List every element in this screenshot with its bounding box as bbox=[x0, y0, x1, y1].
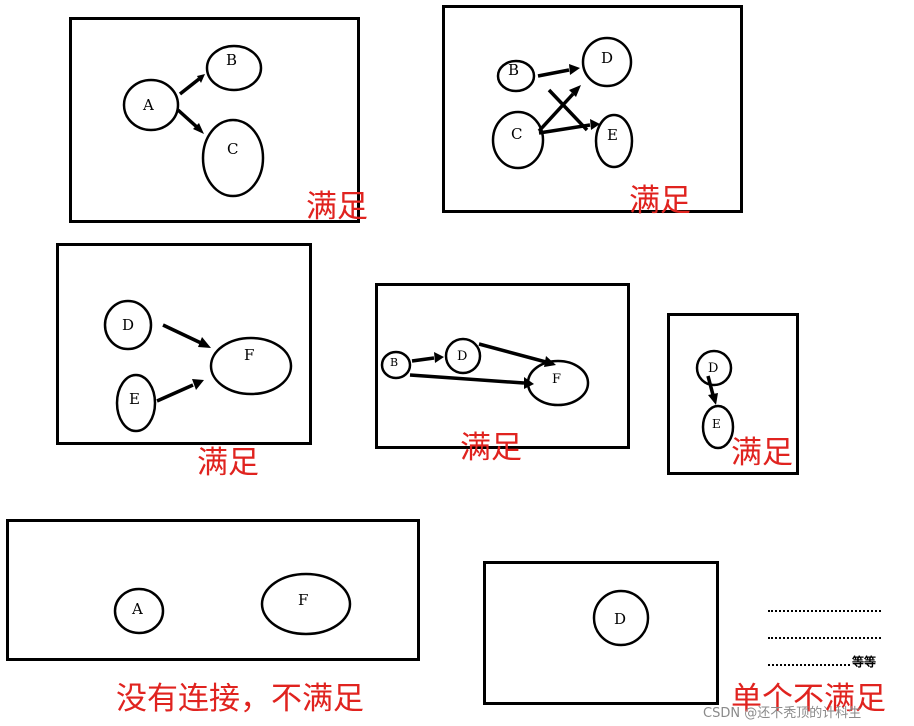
ellipsis-line-2 bbox=[768, 637, 881, 639]
node-A: A bbox=[113, 587, 165, 635]
arrowhead bbox=[544, 356, 556, 367]
diagram-panel-5: D E bbox=[667, 313, 799, 475]
node-C: C bbox=[201, 118, 265, 198]
edge-A-B bbox=[178, 77, 201, 96]
edge-D-F bbox=[478, 342, 547, 364]
edge-B-D bbox=[537, 68, 570, 78]
arrowhead bbox=[524, 377, 534, 389]
edge-B-D bbox=[411, 356, 435, 363]
node-D: D bbox=[581, 36, 633, 88]
arrowhead bbox=[197, 74, 205, 83]
node-F: F bbox=[260, 572, 352, 636]
node-D: D bbox=[103, 299, 153, 351]
svg-text:C: C bbox=[227, 140, 238, 158]
watermark: CSDN @还不秃顶的计科生 bbox=[703, 706, 862, 721]
diagram-4-svg: B D F bbox=[380, 337, 590, 407]
caption-2: 满足 bbox=[629, 183, 691, 219]
arrowhead bbox=[569, 85, 581, 97]
ellipsis-line-3 bbox=[768, 664, 850, 666]
edge-C-D bbox=[537, 92, 575, 133]
diagram-panel-4: B D F bbox=[375, 283, 630, 449]
edge-A-C bbox=[176, 108, 200, 130]
node-F: F bbox=[209, 336, 293, 396]
node-A: A bbox=[122, 78, 180, 132]
svg-text:F: F bbox=[552, 372, 561, 387]
svg-text:D: D bbox=[457, 349, 467, 364]
edge-cross bbox=[547, 88, 589, 132]
svg-text:B: B bbox=[226, 51, 237, 69]
caption-4: 满足 bbox=[460, 430, 522, 466]
svg-text:D: D bbox=[708, 361, 718, 376]
node-B: B bbox=[205, 44, 263, 92]
ellipsis-line-1 bbox=[768, 610, 881, 612]
node-D: D bbox=[695, 349, 733, 387]
diagram-3-svg: D E F bbox=[103, 299, 293, 433]
etc-label: 等等 bbox=[852, 655, 877, 669]
edge-B-F bbox=[409, 373, 525, 385]
diagram-panel-1: A B C bbox=[69, 17, 360, 223]
node-B: B bbox=[496, 59, 536, 93]
svg-text:D: D bbox=[122, 316, 134, 334]
arrowhead bbox=[434, 352, 444, 363]
caption-1: 满足 bbox=[306, 189, 368, 225]
svg-text:B: B bbox=[508, 61, 519, 79]
svg-text:A: A bbox=[131, 600, 143, 618]
arrowhead bbox=[192, 379, 204, 390]
edge-E-F bbox=[156, 383, 194, 403]
node-C: C bbox=[491, 110, 545, 170]
node-D: D bbox=[444, 337, 482, 375]
node-D: D bbox=[592, 589, 650, 647]
diagram-panel-7: D bbox=[483, 561, 719, 705]
arrowhead bbox=[708, 393, 718, 405]
svg-text:B: B bbox=[390, 356, 398, 369]
diagram-1-svg: A B C bbox=[122, 44, 265, 198]
diagram-7-svg: D bbox=[592, 589, 650, 647]
arrowhead bbox=[590, 119, 600, 130]
arrowhead bbox=[569, 64, 580, 75]
svg-text:E: E bbox=[712, 417, 721, 431]
diagram-6-svg: A F bbox=[113, 572, 352, 636]
node-E: E bbox=[115, 373, 157, 433]
svg-text:E: E bbox=[607, 126, 618, 144]
node-E: E bbox=[701, 404, 735, 450]
svg-text:F: F bbox=[298, 591, 308, 609]
arrowhead bbox=[198, 337, 211, 348]
diagram-5-svg: D E bbox=[695, 349, 735, 450]
node-F: F bbox=[526, 359, 590, 407]
diagram-panel-6: A F bbox=[6, 519, 420, 661]
node-B: B bbox=[380, 350, 412, 380]
diagram-panel-3: D E F bbox=[56, 243, 312, 445]
svg-text:A: A bbox=[142, 96, 154, 114]
svg-text:E: E bbox=[129, 390, 140, 408]
caption-3: 满足 bbox=[197, 445, 259, 481]
svg-text:D: D bbox=[601, 49, 613, 67]
caption-7: 单个不满足 bbox=[731, 681, 886, 717]
caption-6: 没有连接，不满足 bbox=[116, 681, 364, 717]
svg-text:D: D bbox=[614, 610, 626, 628]
node-E: E bbox=[594, 113, 634, 169]
svg-text:C: C bbox=[511, 125, 522, 143]
arrowhead bbox=[193, 123, 204, 134]
diagram-2-svg: B C D E bbox=[491, 36, 634, 170]
svg-text:F: F bbox=[244, 346, 254, 364]
edge-D-F bbox=[162, 323, 202, 345]
edge-D-E bbox=[706, 375, 715, 396]
caption-5: 满足 bbox=[731, 435, 793, 471]
diagram-panel-2: B C D E bbox=[442, 5, 743, 213]
